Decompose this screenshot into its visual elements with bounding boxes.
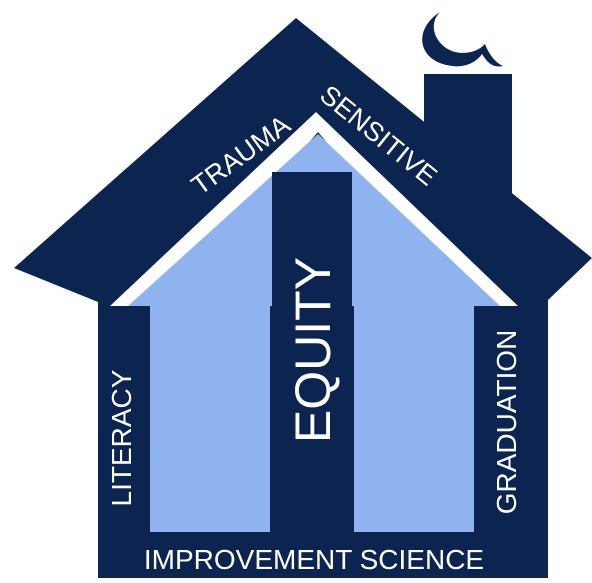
left-pillar-label: LITERACY bbox=[106, 369, 137, 506]
left-pillar-panel bbox=[150, 306, 270, 532]
foundation-label: IMPROVEMENT SCIENCE bbox=[144, 544, 484, 575]
center-pillar bbox=[272, 172, 352, 532]
moon-icon bbox=[422, 12, 503, 67]
center-pillar-label: EQUITY bbox=[285, 257, 341, 443]
right-pillar-panel bbox=[354, 306, 474, 532]
right-pillar-label: GRADUATION bbox=[491, 330, 522, 515]
